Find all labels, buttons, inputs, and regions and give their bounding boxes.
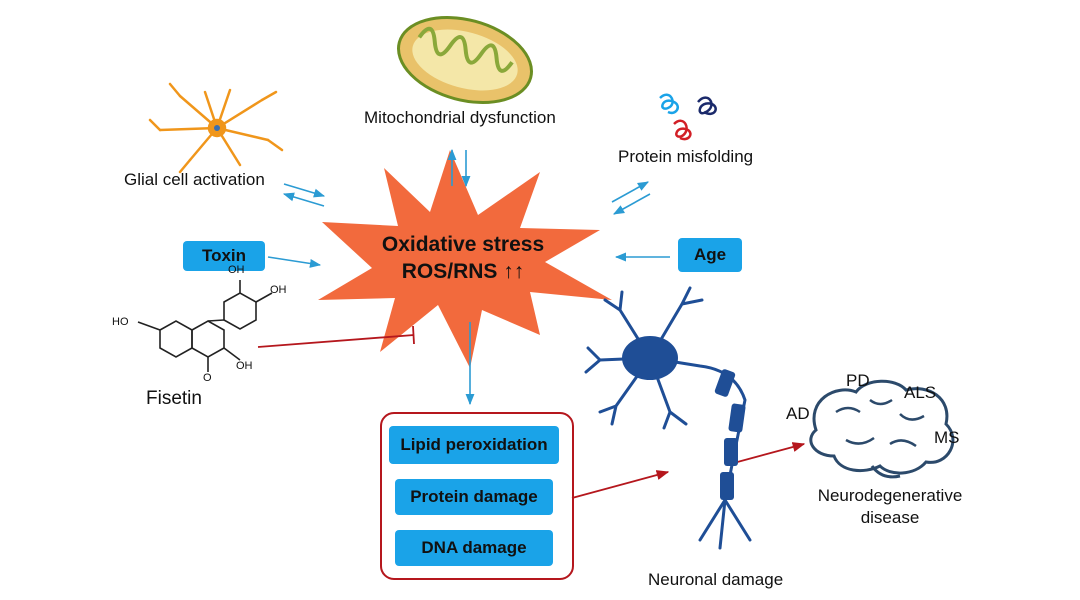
ros-rns-label: ROS/RNS ↑↑	[401, 260, 525, 283]
neurodegenerative-label-line1: Neurodegenerative	[817, 486, 963, 505]
fisetin-oh-bottom: OH	[236, 360, 253, 372]
disease-als-label: ALS	[904, 383, 937, 402]
fisetin-inhibition-line	[257, 325, 415, 348]
disease-ad-label: AD	[786, 404, 810, 423]
neuronal-damage-label: Neuronal damage	[648, 570, 784, 589]
disease-pd-label: PD	[846, 371, 870, 390]
fisetin-structure-icon	[137, 280, 273, 372]
oxidative-stress-starburst	[318, 150, 612, 368]
effect-lipid-peroxidation: Lipid peroxidation	[389, 426, 559, 464]
effect-protein-damage: Protein damage	[395, 479, 553, 515]
glial-cell-activation-label: Glial cell activation	[124, 170, 265, 189]
cellular-damage-box	[380, 412, 574, 580]
disease-ms-label: MS	[934, 428, 960, 447]
mitochondrion-icon	[397, 16, 533, 104]
neurodegenerative-label-line2: disease	[860, 508, 920, 527]
mitochondrial-dysfunction-label: Mitochondrial dysfunction	[364, 108, 556, 127]
fisetin-oh-top-left: OH	[228, 264, 245, 276]
fisetin-ho-left: HO	[112, 316, 129, 328]
effect-dna-damage: DNA damage	[395, 530, 553, 566]
damage-arrows	[571, 442, 806, 499]
age-badge: Age	[678, 238, 742, 272]
protein-misfold-icon	[659, 93, 717, 141]
fisetin-label: Fisetin	[146, 388, 202, 409]
fisetin-o-bottom: O	[203, 372, 212, 384]
oxidative-stress-title: Oxidative stress	[381, 233, 545, 256]
fisetin-oh-top-right: OH	[270, 284, 287, 296]
brain-icon	[809, 379, 955, 479]
glial-cell-icon	[148, 82, 284, 174]
protein-misfolding-label: Protein misfolding	[618, 147, 754, 166]
neuron-icon	[584, 286, 752, 550]
toxin-badge: Toxin	[183, 241, 265, 271]
cause-arrows	[267, 148, 670, 406]
